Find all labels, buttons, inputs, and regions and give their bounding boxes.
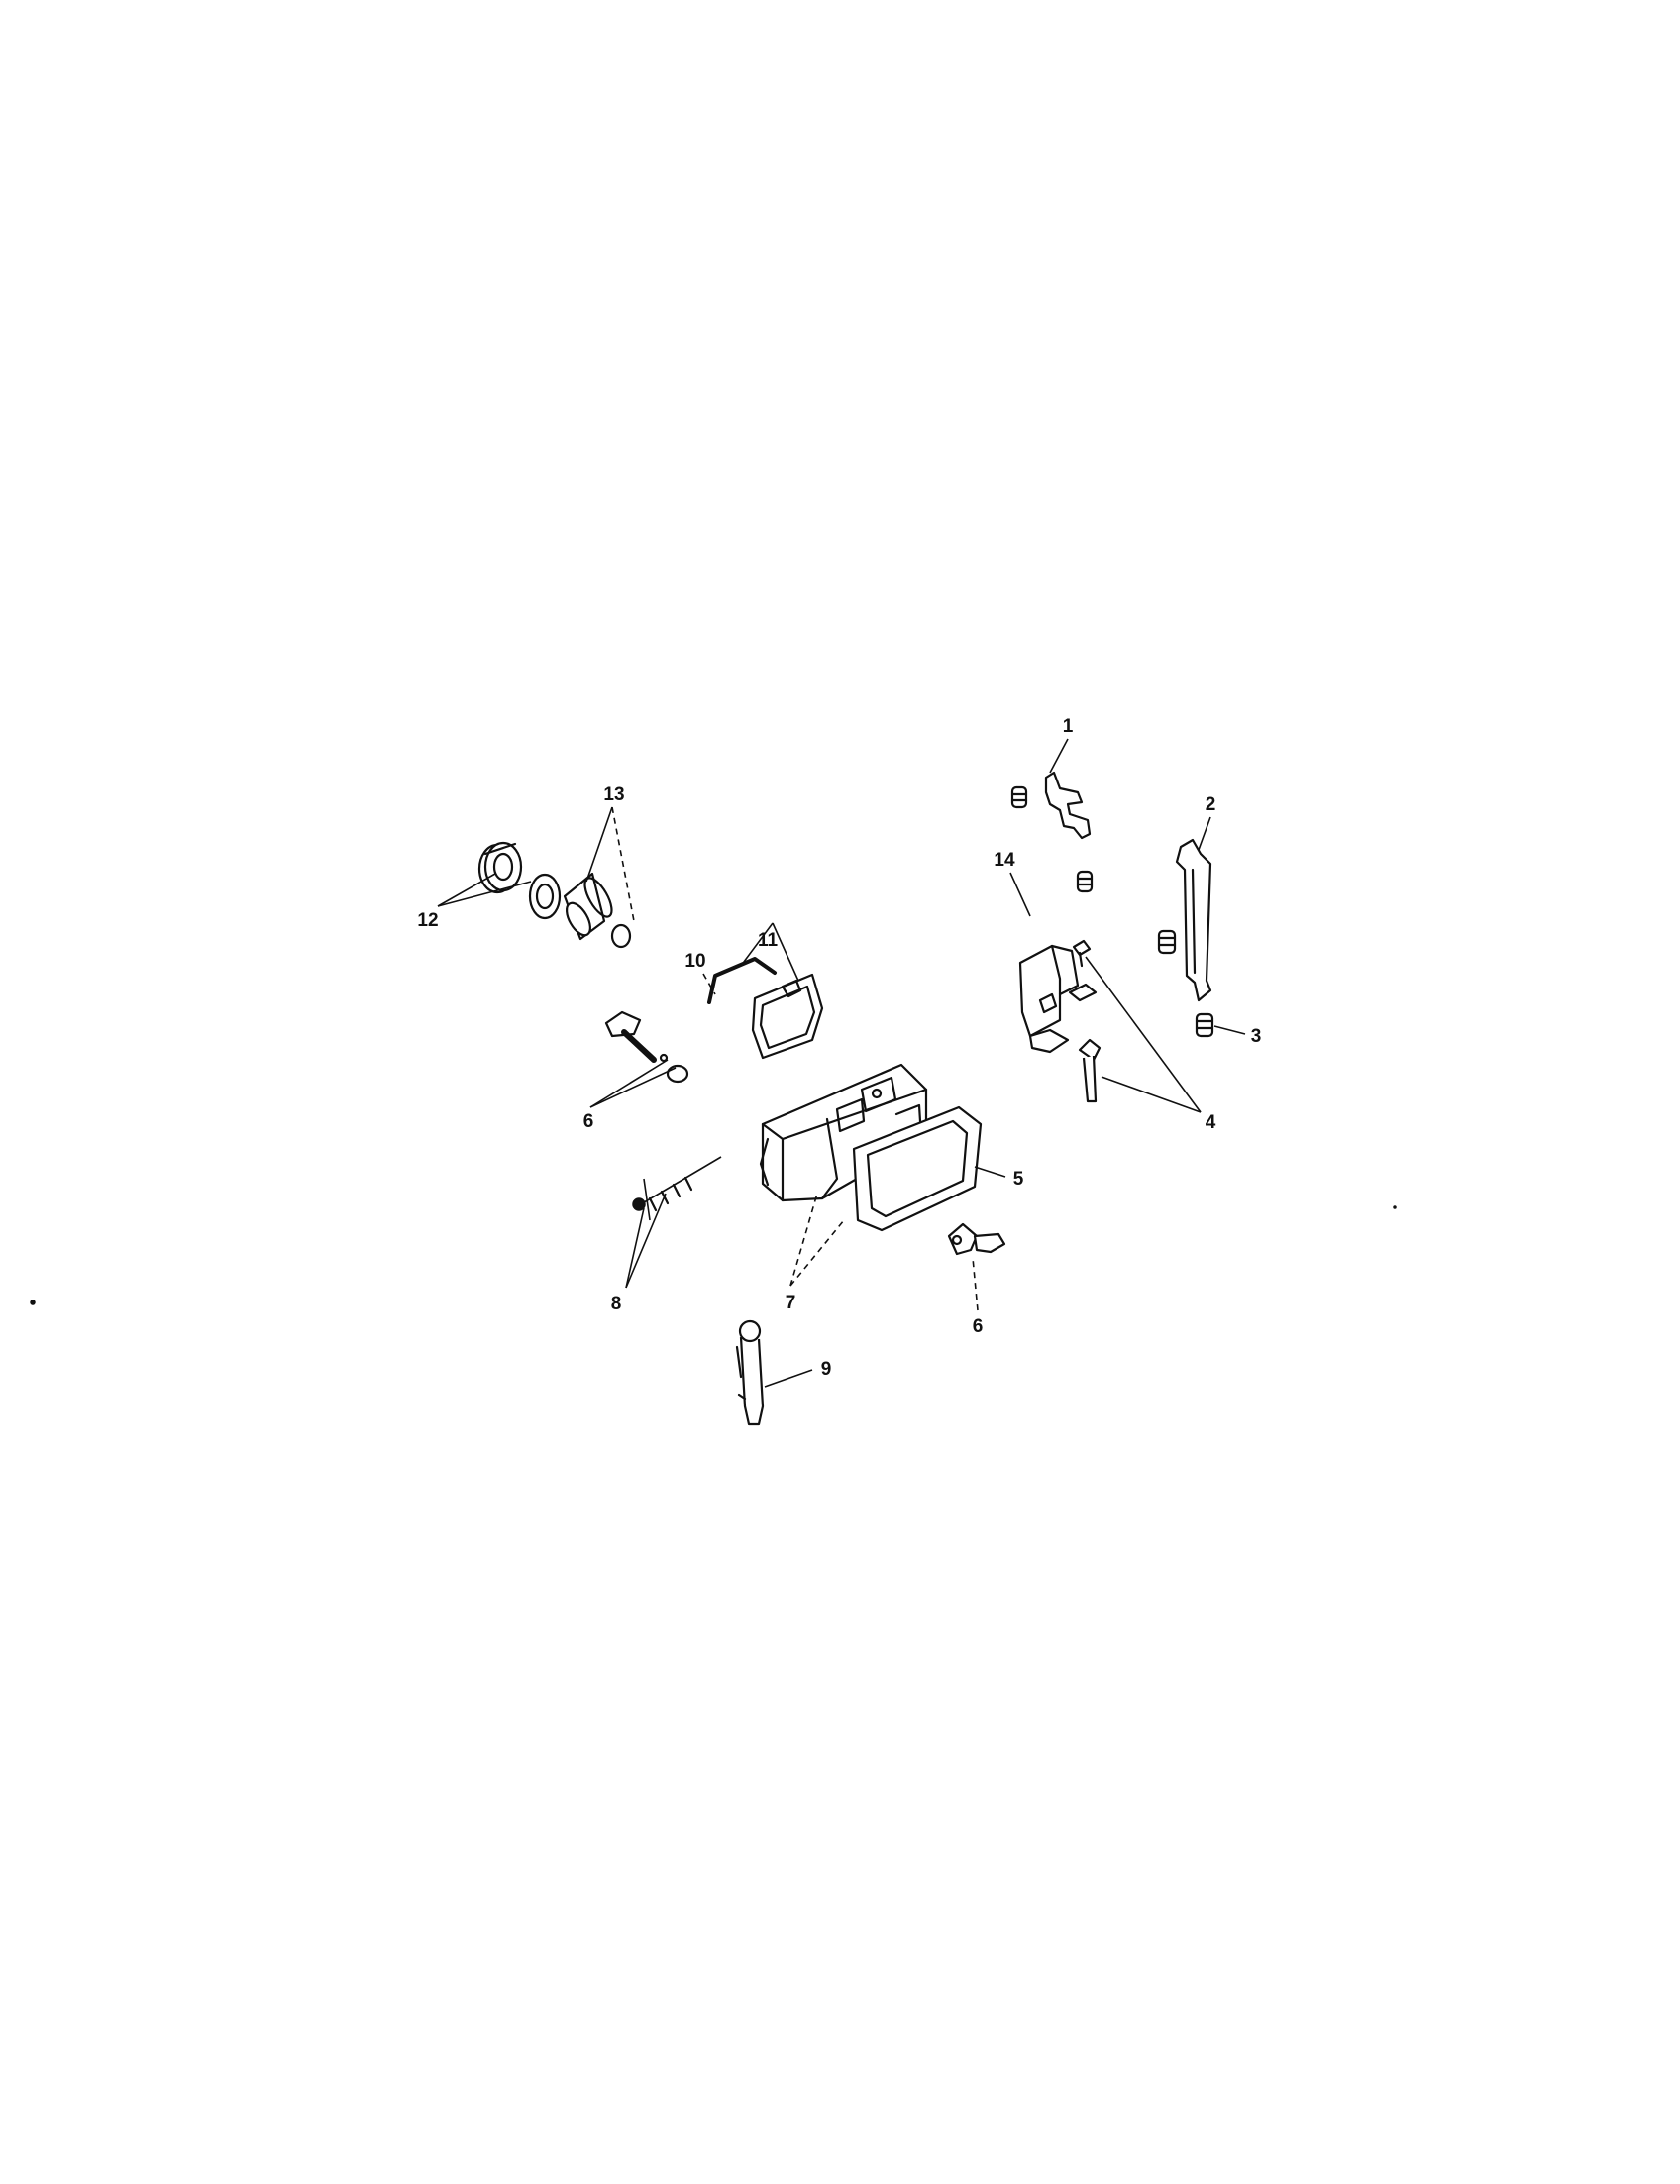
callout-11: 11 bbox=[758, 930, 779, 951]
callout-1: 1 bbox=[1063, 716, 1074, 737]
part-9-lever bbox=[735, 1319, 765, 1426]
callout-4: 4 bbox=[1206, 1112, 1216, 1133]
callout-numbers: 1 2 3 4 5 6 6 7 8 9 10 11 12 13 14 bbox=[417, 716, 1261, 1380]
callout-5: 5 bbox=[1013, 1169, 1024, 1190]
callout-2: 2 bbox=[1206, 794, 1216, 815]
part-3-spring bbox=[1195, 1012, 1214, 1038]
callout-7: 7 bbox=[786, 1293, 796, 1313]
part-1-clip bbox=[1044, 771, 1092, 840]
callout-3: 3 bbox=[1251, 1026, 1262, 1047]
callout-9: 9 bbox=[821, 1359, 832, 1380]
callout-13: 13 bbox=[603, 784, 624, 805]
part-13-tube-and-ring bbox=[563, 872, 632, 949]
callout-12: 12 bbox=[417, 910, 438, 931]
part-14-bracket bbox=[1018, 944, 1080, 1054]
callout-6-upper: 6 bbox=[583, 1111, 594, 1132]
part-6-elbow-fitting bbox=[947, 1222, 1006, 1256]
part-2-slide-bar bbox=[1175, 838, 1212, 1002]
callout-14: 14 bbox=[994, 850, 1015, 871]
callout-6-lower: 6 bbox=[973, 1316, 984, 1337]
speck bbox=[1393, 1205, 1397, 1209]
part-8-spring-screw bbox=[632, 1156, 722, 1221]
spring-set bbox=[1010, 785, 1177, 955]
part-4-screws bbox=[1068, 939, 1102, 1103]
callout-8: 8 bbox=[611, 1294, 622, 1314]
part-6-valve bbox=[604, 1010, 689, 1084]
part-10-wire-loop bbox=[707, 957, 777, 1004]
part-11-gasket-plate bbox=[751, 973, 824, 1060]
part-12-bushings bbox=[477, 841, 562, 920]
leader-lines bbox=[437, 738, 1246, 1388]
speck bbox=[30, 1300, 36, 1305]
part-5-gasket-frame bbox=[852, 1105, 983, 1232]
callout-10: 10 bbox=[684, 951, 705, 972]
